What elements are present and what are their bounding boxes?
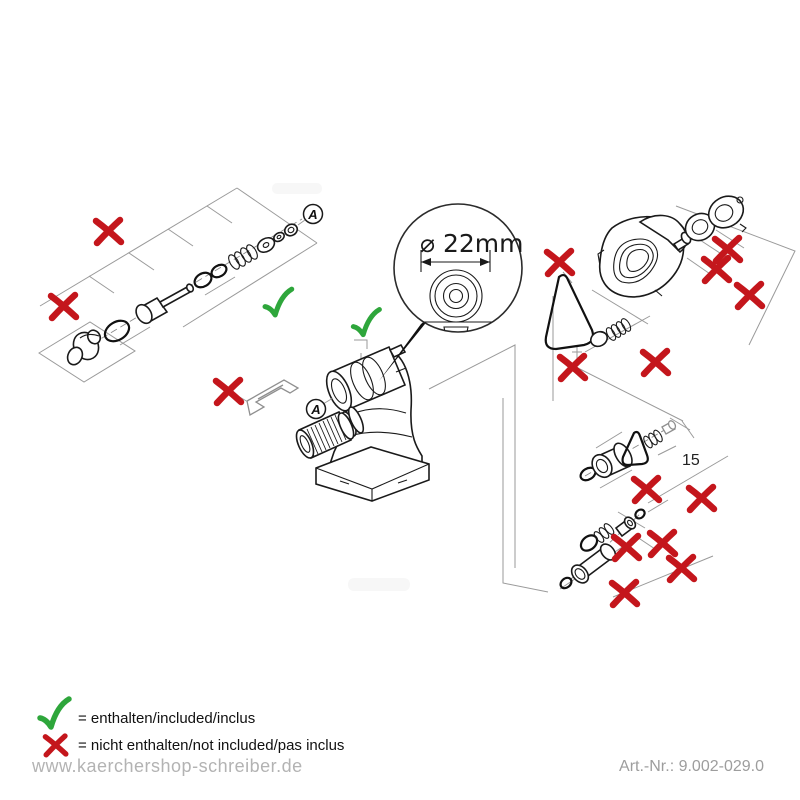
faint-watermark	[272, 183, 410, 591]
retaining-clip	[246, 379, 300, 417]
cross-icon	[689, 487, 714, 510]
washer-small	[273, 231, 285, 243]
pump-head	[597, 214, 688, 298]
kit-number-label: 15	[682, 452, 700, 469]
kit-piston	[559, 499, 714, 605]
spring	[605, 318, 632, 341]
threaded-fitting	[295, 410, 355, 460]
valve-body-small	[591, 442, 633, 479]
cross-icon	[216, 380, 241, 403]
main-valve-assembly: A	[216, 310, 549, 593]
cross-icon	[634, 478, 659, 501]
bearing-cap	[707, 195, 747, 233]
cross-icon	[560, 356, 585, 379]
kit-top-left: A	[38, 187, 324, 383]
footer-article-number: Art.-Nr.: 9.002-029.0	[619, 758, 764, 775]
callout-circle	[393, 203, 523, 333]
cross-icon	[612, 582, 637, 605]
o-ring	[193, 271, 213, 289]
cross-icon	[737, 284, 762, 307]
frame-lines	[38, 187, 318, 383]
kit-valve-15: 15	[579, 417, 729, 510]
o-ring	[634, 508, 646, 520]
plug	[590, 330, 608, 348]
cross-icon	[650, 532, 675, 555]
arrow-left	[421, 258, 431, 266]
plunger	[135, 283, 195, 325]
check-icon	[353, 310, 379, 335]
fitting-small	[661, 420, 677, 435]
legend: = enthalten/included/inclus = nicht enth…	[40, 699, 344, 755]
o-ring	[579, 534, 599, 552]
ref-letter: A	[310, 402, 320, 417]
callout-pointer	[379, 314, 433, 381]
o-ring	[210, 263, 228, 279]
gasket-triangular	[621, 430, 649, 467]
cross-icon	[643, 351, 668, 374]
leader-line	[297, 219, 306, 226]
diameter-callout: ⌀ 22mm	[379, 203, 524, 381]
spring	[228, 244, 258, 270]
o-ring	[559, 576, 573, 590]
cross-icon	[96, 220, 121, 243]
frame-lines	[428, 344, 549, 593]
ref-marker-a: A	[302, 203, 324, 225]
dimension-line	[420, 250, 491, 272]
valve-body	[295, 343, 430, 502]
ref-letter: A	[307, 207, 317, 222]
nut	[283, 223, 299, 237]
ref-marker-a: A	[305, 397, 334, 420]
legend-included-text: = enthalten/included/inclus	[78, 710, 255, 727]
cross-icon	[614, 536, 639, 559]
check-icon	[40, 699, 69, 727]
piston	[570, 543, 617, 584]
cross-icon	[51, 295, 76, 318]
valve-base	[315, 446, 430, 502]
diameter-label: ⌀ 22mm	[420, 229, 524, 258]
cross-icon	[45, 736, 65, 755]
legend-not-included-text: = nicht enthalten/not included/pas inclu…	[78, 737, 344, 754]
elbow-fitting	[66, 329, 102, 366]
check-icon	[265, 289, 292, 315]
footer-website: www.kaerchershop-schreiber.de	[31, 756, 303, 776]
arrow-right	[480, 258, 490, 266]
spring	[643, 429, 663, 449]
kit-pump-head	[546, 195, 796, 422]
o-ring	[103, 319, 131, 343]
cross-icon	[547, 251, 572, 274]
cross-icon	[669, 557, 694, 580]
footer: www.kaerchershop-schreiber.de Art.-Nr.: …	[31, 756, 764, 776]
frame-lines	[595, 417, 729, 504]
cylinder-nut	[614, 516, 637, 538]
